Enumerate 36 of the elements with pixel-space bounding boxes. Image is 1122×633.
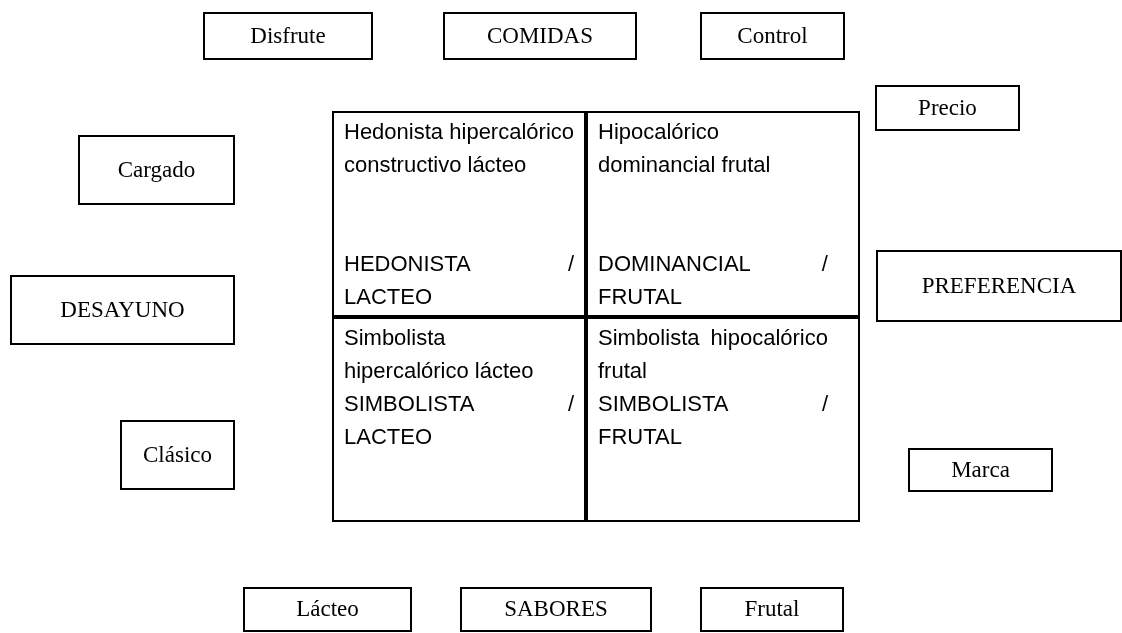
box-label: Frutal [744,595,800,624]
segment-description: Hipocalórico dominancial frutal [598,118,772,179]
segment-name: SIMBOLISTA / FRUTAL [598,390,828,451]
segment-description: Hedonista hipercalórico constructivo lácteo [344,118,574,179]
segment-name: SIMBOLISTA / LACTEO [344,390,574,451]
label-box [700,587,844,632]
label-box [243,587,412,632]
box-label: DESAYUNO [60,295,185,324]
label-box [203,12,373,60]
box-label: Clásico [143,440,212,469]
label-box [10,275,235,345]
label-box [443,12,637,60]
box-label: SABORES [504,595,608,624]
box-label: COMIDAS [486,21,594,50]
label-box [120,420,235,490]
segment-name: DOMINANCIAL / FRUTAL [598,250,828,311]
box-label: PREFERENCIA [921,271,1077,300]
box-label: Precio [918,93,977,122]
quadrant-cell [586,317,860,522]
quadrant-cell [332,111,586,317]
segment-description: Simbolista hipocalórico frutal [598,324,828,385]
box-label: Cargado [117,155,196,184]
label-box [700,12,845,60]
quadrant-cell [332,317,586,522]
label-box [78,135,235,205]
segment-name: HEDONISTA / LACTEO [344,250,574,311]
box-label: Disfrute [250,21,326,50]
quadrant-cell [586,111,860,317]
label-box [875,85,1020,131]
box-label: Control [737,21,808,50]
segment-description: Simbolista hipercalórico lácteo [344,324,535,385]
label-box [460,587,652,632]
box-label: Lácteo [296,595,359,624]
box-label: Marca [951,455,1010,484]
label-box [876,250,1122,322]
label-box [908,448,1053,492]
